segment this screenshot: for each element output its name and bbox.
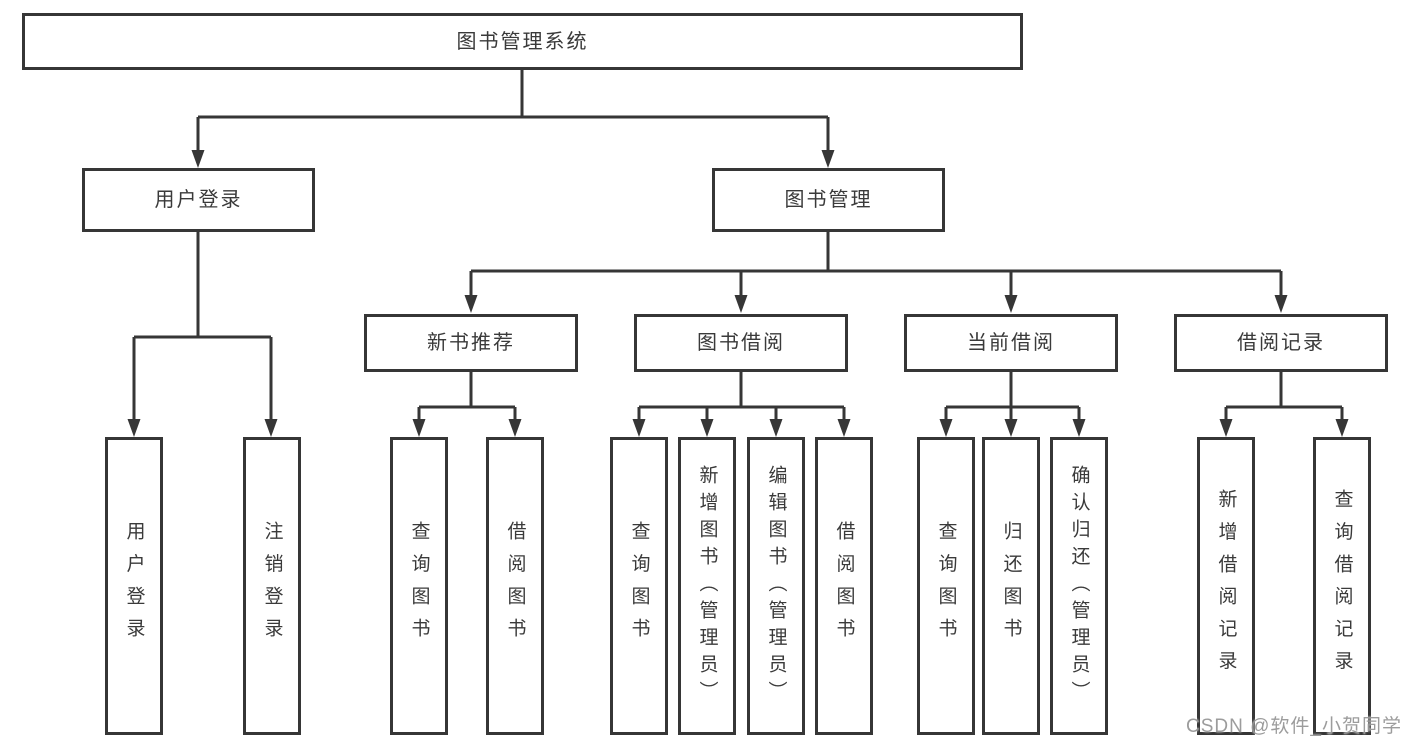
leaf-borrowing-borrow-books: 借阅图书 (815, 437, 873, 735)
leaf-records-add-borrow-record: 新增借阅记录 (1197, 437, 1255, 735)
leaf-logout: 注销登录 (243, 437, 301, 735)
arrowheads (127, 150, 1349, 437)
node-book-management: 图书管理 (712, 168, 945, 232)
node-user-login: 用户登录 (82, 168, 315, 232)
leaf-records-query-borrow-record: 查询借阅记录 (1313, 437, 1371, 735)
node-borrowing-records: 借阅记录 (1174, 314, 1388, 372)
node-new-book-recommendation: 新书推荐 (364, 314, 578, 372)
leaf-recommend-query-books: 查询图书 (390, 437, 448, 735)
leaf-current-query-books: 查询图书 (917, 437, 975, 735)
leaf-current-confirm-return-admin: 确认归还（管理员） (1050, 437, 1108, 735)
node-current-borrowing: 当前借阅 (904, 314, 1118, 372)
leaf-current-return-books: 归还图书 (982, 437, 1040, 735)
node-library-management-system: 图书管理系统 (22, 13, 1023, 70)
leaf-borrowing-add-books-admin: 新增图书（管理员） (678, 437, 736, 735)
leaf-recommend-borrow-books: 借阅图书 (486, 437, 544, 735)
tree-branch-lines (132, 70, 1344, 421)
leaf-borrowing-query-books: 查询图书 (610, 437, 668, 735)
leaf-borrowing-edit-books-admin: 编辑图书（管理员） (747, 437, 805, 735)
leaf-user-login: 用户登录 (105, 437, 163, 735)
csdn-watermark: CSDN @软件_小贺同学 (1186, 716, 1402, 737)
node-book-borrowing: 图书借阅 (634, 314, 848, 372)
